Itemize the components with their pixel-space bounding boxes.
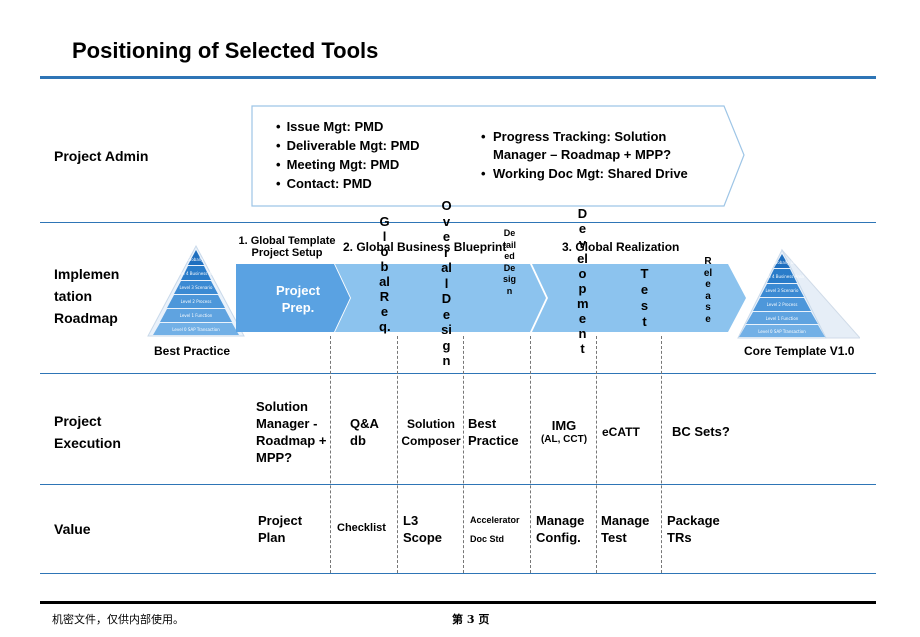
step-overall-design: Overall Design (441, 198, 452, 368)
value-checklist: Checklist (337, 522, 386, 534)
footer-confidential: 机密文件，仅供内部使用。 (52, 613, 184, 626)
value-accelerator-doc-std: Accelerator Doc Std (470, 515, 520, 544)
admin-left-list: Issue Mgt: PMD Deliverable Mgt: PMD Meet… (276, 117, 476, 193)
svg-text:Level 1 Function: Level 1 Function (180, 313, 213, 318)
column-divider (596, 336, 597, 573)
step-detailed-design: Detailed Design (503, 228, 517, 296)
admin-item: Contact: PMD (276, 174, 476, 193)
column-divider (397, 336, 398, 573)
step-global-req: Global Req. (379, 214, 391, 334)
column-divider (530, 336, 531, 573)
svg-text:Level 2 Process: Level 2 Process (767, 302, 798, 307)
row-divider (40, 573, 876, 574)
row-label-value: Value (54, 521, 91, 537)
admin-item: Issue Mgt: PMD (276, 117, 476, 136)
execution-img: IMG (AL, CCT) (540, 418, 588, 445)
title-rule (40, 76, 876, 79)
value-manage-config: Manage Config. (536, 513, 585, 545)
value-project-plan: Project Plan (258, 513, 303, 545)
execution-solution-manager: Solution Manager - Roadmap + MPP? (256, 399, 327, 465)
step-development: Development (577, 206, 589, 356)
row-label-project-admin: Project Admin (54, 148, 149, 164)
core-template-pyramid-icon: Level 5 Globally Uniform Level 4 Busines… (737, 248, 860, 339)
footer-page-number: 第 3 页 (452, 613, 490, 626)
svg-text:Level 2 Process: Level 2 Process (181, 299, 212, 304)
value-l3-scope: L3 Scope (403, 513, 443, 545)
execution-best-practice: Best Practice (468, 416, 519, 448)
row-divider (40, 222, 876, 223)
svg-text:Level 5 Globally Uniform: Level 5 Globally Uniform (757, 260, 806, 265)
row-divider (40, 373, 876, 374)
best-practice-pyramid-icon: Level 5 Globally Uniform Level 4 Busines… (147, 244, 245, 337)
best-practice-label: Best Practice (154, 344, 231, 358)
execution-qa-db: Q&A db (350, 416, 379, 448)
svg-text:Level 4 Business Area: Level 4 Business Area (760, 274, 804, 279)
project-prep-label: Project Prep. (275, 283, 321, 315)
step-test: Test (640, 266, 649, 329)
step-release: Release (703, 256, 713, 325)
row-divider (40, 484, 876, 485)
phase-1-label: 1. Global Template Project Setup (238, 235, 336, 259)
svg-text:Level 3 Scenario: Level 3 Scenario (765, 288, 799, 293)
phase-2-label: 2. Global Business Blueprint (343, 240, 507, 254)
admin-right-list: • Progress Tracking: Solution Manager – … (481, 129, 688, 181)
value-package-trs: Package TRs (667, 513, 720, 545)
column-divider (330, 336, 331, 573)
chevron-project-prep (236, 264, 350, 332)
value-manage-test: Manage Test (601, 513, 650, 545)
admin-item: Deliverable Mgt: PMD (276, 136, 476, 155)
row-label-implementation-roadmap: Implemen tation Roadmap (54, 266, 120, 326)
svg-text:Level 1 Function: Level 1 Function (766, 316, 799, 321)
admin-item: Working Doc Mgt: Shared Drive (493, 166, 688, 181)
chevron-business-blueprint (335, 264, 546, 332)
svg-text:Level 4 Business Area: Level 4 Business Area (174, 271, 218, 276)
column-divider (463, 336, 464, 573)
svg-text:Level 3 Scenario: Level 3 Scenario (179, 285, 213, 290)
execution-solution-composer: Solution Composer (401, 417, 461, 448)
phase-3-label: 3. Global Realization (562, 240, 680, 254)
admin-item: Meeting Mgt: PMD (276, 155, 476, 174)
chevron-realization (532, 264, 746, 332)
svg-text:Level 5 Globally Uniform: Level 5 Globally Uniform (171, 257, 220, 262)
footer-rule (40, 601, 876, 604)
svg-text:Level 0 SAP Transaction: Level 0 SAP Transaction (758, 329, 806, 334)
column-divider (661, 336, 662, 573)
page-title: Positioning of Selected Tools (72, 38, 379, 63)
execution-bc-sets: BC Sets? (672, 424, 730, 439)
roadmap-chevrons (236, 264, 746, 332)
admin-item: Progress Tracking: Solution Manager – Ro… (493, 129, 672, 162)
svg-text:Level 0 SAP Transaction: Level 0 SAP Transaction (172, 327, 220, 332)
row-label-project-execution: Project Execution (54, 413, 121, 451)
core-template-label: Core Template V1.0 (744, 344, 855, 358)
execution-ecatt: eCATT (602, 425, 640, 439)
